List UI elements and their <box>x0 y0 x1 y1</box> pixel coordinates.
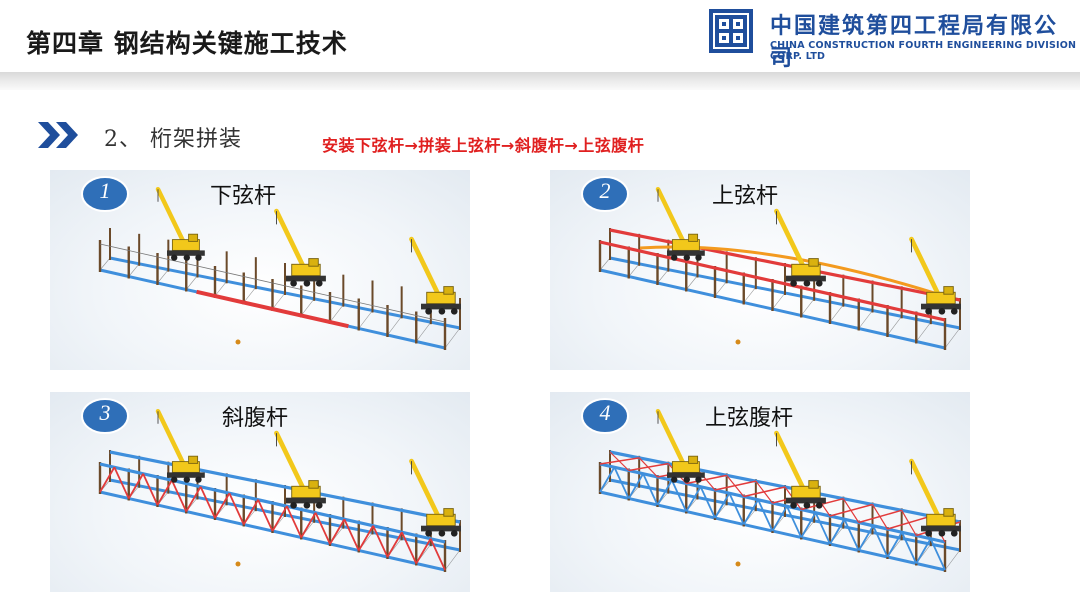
crane-icon <box>912 239 961 315</box>
diagonal-web <box>744 500 758 525</box>
header: 第四章 钢结构关键施工技术 中国建筑第四工程局有限公司 CHINA CONSTR… <box>0 0 1080 82</box>
step-panel-2: 2 上弦杆 <box>550 170 970 370</box>
step-panel-1: 1 下弦杆 <box>50 170 470 370</box>
crane-icon <box>158 189 205 261</box>
company-name-en: CHINA CONSTRUCTION FOURTH ENGINEERING DI… <box>770 40 1080 62</box>
section-title: 2、 桁架拼装 <box>104 121 242 153</box>
diagonal-web <box>273 506 287 531</box>
diagonal-web <box>787 506 801 537</box>
crane-icon <box>658 189 705 261</box>
diagonal-web <box>373 526 387 557</box>
diagonal-web <box>215 493 229 518</box>
crane-icon <box>277 433 326 509</box>
diagonal-web <box>773 506 787 531</box>
worker-icon <box>736 340 741 345</box>
step-number: 4 <box>580 400 630 426</box>
crane-icon <box>158 411 205 483</box>
diagonal-web <box>758 500 772 531</box>
step-label: 上弦杆 <box>712 178 778 210</box>
crane-icon <box>912 461 961 537</box>
crane-icon <box>777 211 826 287</box>
step-number: 1 <box>80 178 130 204</box>
diagonal-web <box>873 526 887 557</box>
step-label: 斜腹杆 <box>222 400 288 432</box>
worker-icon <box>236 562 241 567</box>
diagonal-web <box>715 493 729 518</box>
diagonal-web <box>301 513 315 538</box>
diagonal-web <box>902 532 916 563</box>
step-number: 2 <box>580 178 630 204</box>
worker-icon <box>736 562 741 567</box>
diagonal-web <box>344 519 358 550</box>
diagonal-web <box>729 493 743 524</box>
company-logo-icon <box>708 8 754 54</box>
diagonal-web <box>701 487 715 518</box>
diagonal-web <box>258 500 272 531</box>
step-number: 3 <box>80 400 130 426</box>
diagonal-web <box>801 513 815 538</box>
assembly-sequence: 安装下弦杆→拼装上弦杆→斜腹杆→上弦腹杆 <box>322 132 644 156</box>
step-label: 下弦杆 <box>210 178 276 210</box>
step-panel-4: 4 上弦腹杆 <box>550 392 970 592</box>
diagonal-web <box>431 539 445 570</box>
diagonal-web <box>244 500 258 525</box>
chapter-title: 第四章 钢结构关键施工技术 <box>26 24 348 60</box>
step-panel-3: 3 斜腹杆 <box>50 392 470 592</box>
diagonal-web <box>844 519 858 550</box>
double-chevron-icon <box>38 122 82 148</box>
step-label: 上弦腹杆 <box>705 400 793 432</box>
crane-icon <box>277 211 326 287</box>
diagonal-web <box>287 506 301 537</box>
crane-icon <box>658 411 705 483</box>
diagonal-web <box>316 513 330 544</box>
diagonal-web <box>201 487 215 518</box>
header-divider <box>0 72 1080 90</box>
crane-icon <box>412 239 461 315</box>
diagonal-web <box>402 532 416 563</box>
diagonal-web <box>229 493 243 524</box>
diagonal-web <box>931 539 945 570</box>
crane-icon <box>777 433 826 509</box>
diagonal-web <box>816 513 830 544</box>
crane-icon <box>412 461 461 537</box>
worker-icon <box>236 340 241 345</box>
